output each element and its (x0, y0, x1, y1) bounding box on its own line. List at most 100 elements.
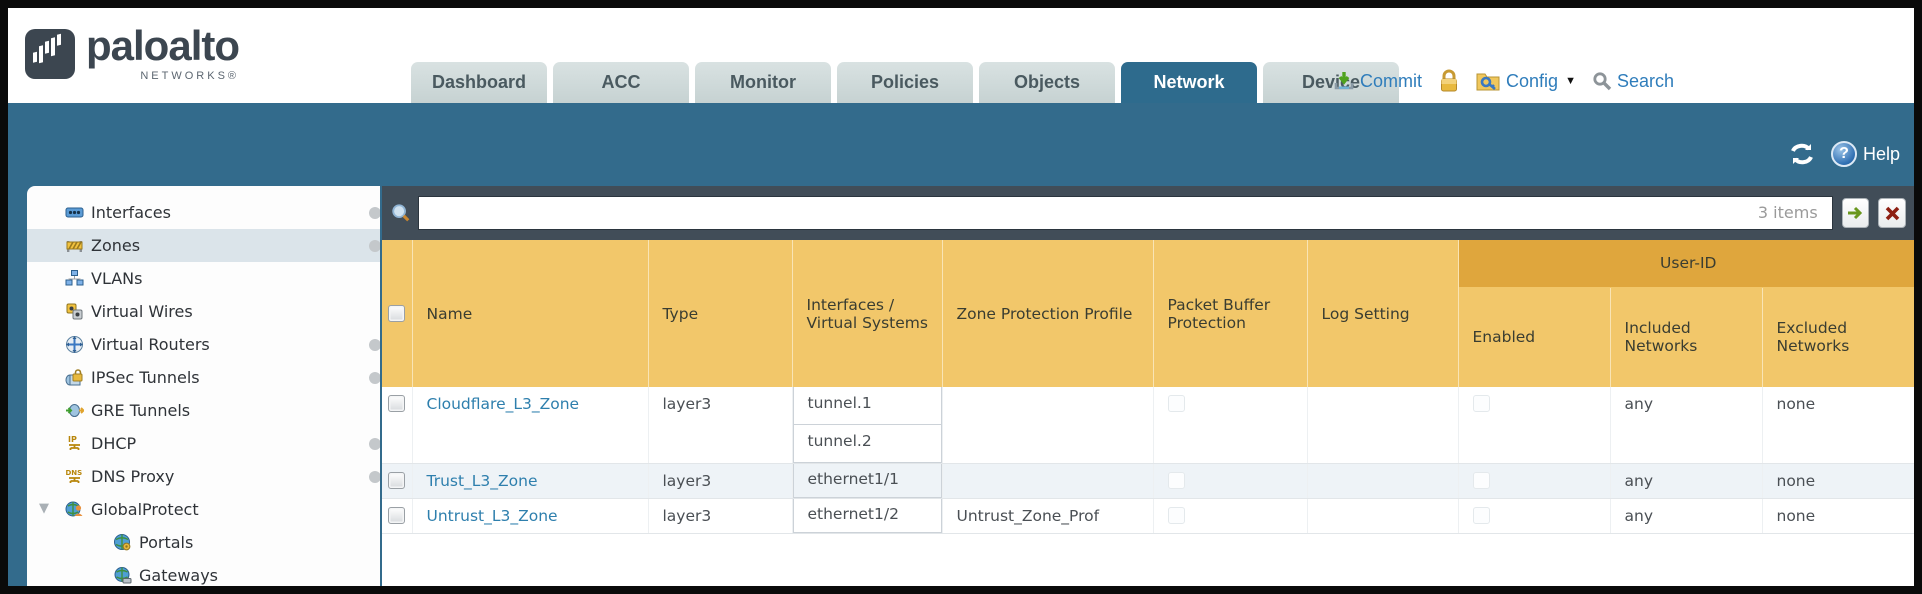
sidebar-item-interfaces[interactable]: Interfaces (27, 196, 380, 229)
sidebar-item-virtual-wires[interactable]: Virtual Wires (27, 295, 380, 328)
packet-buffer-cell (1153, 387, 1308, 464)
packet-buffer-cell (1153, 463, 1308, 499)
col-header-interfaces[interactable]: Interfaces / Virtual Systems (792, 240, 943, 387)
main-nav-tabs: Dashboard ACC Monitor Policies Objects N… (411, 62, 1399, 103)
col-header-excluded-networks[interactable]: Excluded Networks (1762, 287, 1914, 387)
panos-web-console: paloalto NETWORKS® Dashboard ACC Monitor… (8, 8, 1914, 586)
expander-triangle-icon[interactable]: ▼ (39, 501, 49, 516)
commit-icon (1334, 72, 1354, 90)
col-header-zone-protection[interactable]: Zone Protection Profile (942, 240, 1154, 387)
sidebar-item-ipsec-tunnels[interactable]: IPSec Tunnels (27, 361, 380, 394)
packet-buffer-checkbox[interactable] (1167, 472, 1185, 489)
row-checkbox[interactable] (388, 507, 405, 524)
sidebar-item-label: Zones (91, 236, 141, 255)
sidebar-item-label: Virtual Routers (91, 335, 210, 354)
refresh-icon[interactable] (1787, 141, 1817, 167)
row-select-cell (382, 498, 413, 534)
sidebar-item-virtual-routers[interactable]: Virtual Routers (27, 328, 380, 361)
excluded-networks-cell: none (1762, 463, 1914, 499)
tab-objects[interactable]: Objects (979, 62, 1115, 103)
filter-search-icon (392, 204, 410, 222)
sidebar-item-dhcp[interactable]: IP DHCP (27, 427, 380, 460)
select-all-checkbox[interactable] (388, 305, 405, 322)
sidebar-item-label: VLANs (91, 269, 143, 288)
tab-dashboard[interactable]: Dashboard (411, 62, 547, 103)
dhcp-icon: IP (68, 435, 80, 450)
search-button[interactable]: Search (1592, 71, 1674, 92)
zone-interfaces-cell: tunnel.1 tunnel.2 (792, 387, 943, 464)
tab-network[interactable]: Network (1121, 62, 1257, 103)
dns-proxy-icon: DNS (66, 469, 83, 483)
help-button[interactable]: ? Help (1830, 141, 1900, 167)
log-setting-cell (1307, 463, 1459, 499)
userid-enabled-checkbox[interactable] (1472, 395, 1490, 412)
sidebar-item-portals[interactable]: Portals (27, 526, 380, 559)
included-networks-cell: any (1610, 387, 1763, 464)
interface-item: tunnel.1 (792, 387, 942, 425)
lock-icon[interactable] (1438, 69, 1460, 93)
log-setting-cell (1307, 387, 1459, 464)
userid-enabled-checkbox[interactable] (1472, 472, 1490, 489)
quick-actions: Commit Config ▼ (1333, 69, 1674, 93)
utility-icons: ? Help (1787, 141, 1900, 167)
packet-buffer-checkbox[interactable] (1167, 507, 1185, 524)
col-header-enabled[interactable]: Enabled (1458, 287, 1611, 387)
table-row: Trust_L3_Zone layer3 ethernet1/1 any non… (382, 463, 1914, 499)
tab-acc[interactable]: ACC (553, 62, 689, 103)
search-icon (1593, 72, 1612, 91)
userid-enabled-cell (1458, 387, 1611, 464)
svg-text:IP: IP (68, 435, 77, 444)
zone-name-link[interactable]: Trust_L3_Zone (426, 472, 538, 490)
green-arrow-icon (1847, 206, 1862, 220)
col-header-type[interactable]: Type (648, 240, 793, 387)
sub-header-band: ? Help (8, 103, 1914, 186)
paloalto-logo-icon (25, 29, 75, 79)
zone-type-cell: layer3 (648, 387, 793, 464)
help-label: Help (1862, 143, 1900, 164)
tab-monitor[interactable]: Monitor (695, 62, 831, 103)
item-count-label: 3 items (1757, 203, 1818, 222)
virtual-routers-icon (66, 336, 83, 353)
row-checkbox[interactable] (388, 395, 405, 412)
sidebar-item-globalprotect[interactable]: ▼ GlobalProtect (27, 493, 380, 526)
zone-interfaces-cell: ethernet1/2 (792, 498, 943, 534)
col-header-name[interactable]: Name (412, 240, 649, 387)
apply-filter-button[interactable] (1841, 198, 1870, 228)
interfaces-icon (65, 207, 84, 218)
clear-filter-button[interactable] (1878, 198, 1906, 228)
clear-x-icon (1885, 206, 1899, 220)
userid-enabled-cell (1458, 463, 1611, 499)
included-networks-cell: any (1610, 498, 1763, 534)
sidebar-item-label: GlobalProtect (91, 500, 199, 519)
col-header-log-setting[interactable]: Log Setting (1307, 240, 1459, 387)
config-menu[interactable]: Config ▼ (1476, 70, 1576, 92)
zone-name-link[interactable]: Untrust_L3_Zone (426, 507, 558, 525)
sidebar-item-label: Portals (139, 533, 194, 552)
commit-button[interactable]: Commit (1333, 70, 1422, 92)
zone-name-link[interactable]: Cloudflare_L3_Zone (426, 395, 580, 413)
config-icon (1476, 73, 1500, 91)
row-checkbox[interactable] (388, 472, 405, 489)
userid-enabled-checkbox[interactable] (1472, 507, 1490, 524)
packet-buffer-checkbox[interactable] (1167, 395, 1185, 412)
filter-input[interactable] (417, 196, 1833, 230)
sidebar-item-gateways[interactable]: Gateways (27, 559, 380, 586)
brand-name: paloalto (86, 22, 240, 69)
sidebar-item-vlans[interactable]: VLANs (27, 262, 380, 295)
select-all-header-cell (382, 240, 413, 387)
sidebar-item-gre-tunnels[interactable]: GRE Tunnels (27, 394, 380, 427)
svg-text:DNS: DNS (66, 469, 83, 477)
vlans-icon (65, 270, 84, 286)
excluded-networks-cell: none (1762, 387, 1914, 464)
log-setting-cell (1307, 498, 1459, 534)
sidebar-item-zones[interactable]: Zones (27, 229, 380, 262)
zone-type-cell: layer3 (648, 463, 793, 499)
row-select-cell (382, 463, 413, 499)
zone-protection-cell: Untrust_Zone_Prof (942, 498, 1154, 534)
col-header-included-networks[interactable]: Included Networks (1610, 287, 1763, 387)
col-header-packet-buffer[interactable]: Packet Buffer Protection (1153, 240, 1308, 387)
tab-policies[interactable]: Policies (837, 62, 973, 103)
sidebar-item-dns-proxy[interactable]: DNS DNS Proxy (27, 460, 380, 493)
sidebar-item-label: GRE Tunnels (91, 401, 191, 420)
